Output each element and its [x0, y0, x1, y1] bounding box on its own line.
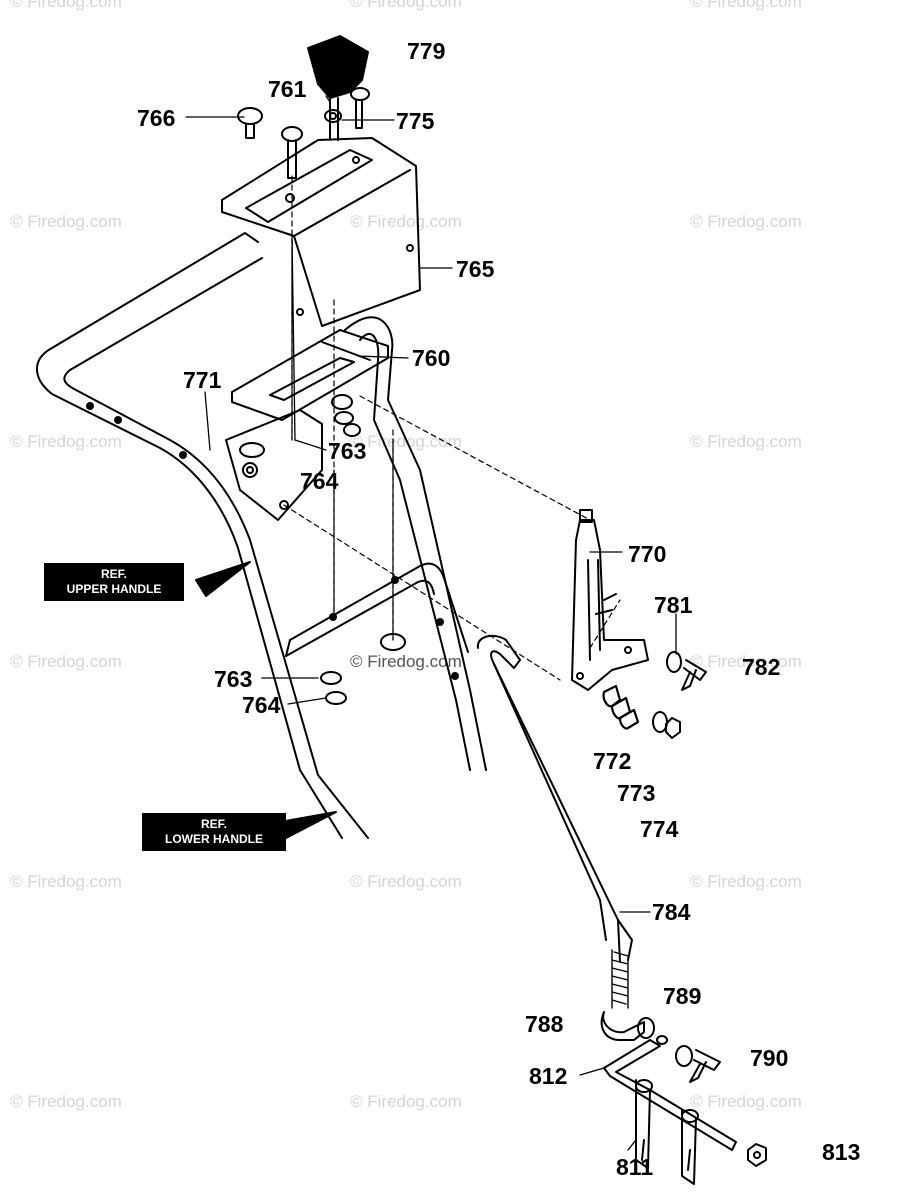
part-label-764-upper: 764 [300, 468, 339, 494]
upper-handle-right-side [344, 316, 487, 771]
part-label-779: 779 [407, 38, 446, 64]
lower-handle-crossbar [285, 562, 469, 657]
pin [656, 1035, 668, 1045]
part-label-772: 772 [593, 748, 632, 774]
part-label-789: 789 [663, 983, 702, 1009]
watermark: © Firedog.com [690, 432, 802, 451]
part-label-813: 813 [822, 1139, 861, 1165]
part-label-790: 790 [750, 1045, 789, 1071]
handle-bracket [225, 409, 323, 521]
upper-handle-tube [36, 232, 369, 839]
ref-lower-line2: LOWER HANDLE [165, 832, 263, 846]
washer [666, 651, 682, 673]
knob-shaft [329, 97, 339, 141]
part-label-763-upper: 763 [328, 438, 367, 464]
watermark: © Firedog.com [350, 652, 462, 671]
part-label-761: 761 [268, 76, 307, 102]
hairpin-clip [681, 659, 707, 691]
watermark: © Firedog.com [690, 1092, 802, 1111]
part-label-763-lower: 763 [214, 666, 253, 692]
part-label-812: 812 [529, 1063, 568, 1089]
washer [675, 1045, 693, 1067]
shift-arm [603, 1039, 737, 1185]
ref-upper-line1: REF. [100, 567, 127, 581]
nut [665, 717, 681, 739]
handle-holes [86, 402, 459, 680]
watermark: © Firedog.com [690, 212, 802, 231]
watermark: © Firedog.com [690, 652, 802, 671]
control-panel [221, 137, 421, 327]
watermark: © Firedog.com [350, 432, 462, 451]
part-label-788: 788 [525, 1011, 564, 1037]
part-label-770: 770 [628, 541, 667, 567]
watermark: © Firedog.com [350, 872, 462, 891]
watermark: © Firedog.com [350, 212, 462, 231]
washer [652, 711, 668, 733]
ref-lower-line1: REF. [200, 817, 227, 831]
watermark: © Firedog.com [690, 872, 802, 891]
part-label-781: 781 [654, 592, 693, 618]
watermark: © Firedog.com [10, 432, 122, 451]
shift-rod [476, 634, 633, 963]
part-label-771: 771 [183, 367, 222, 393]
bracket-plate [231, 329, 389, 421]
watermark: © Firedog.com [350, 1092, 462, 1111]
ref-upper-line2: UPPER HANDLE [66, 582, 162, 596]
nut [747, 1143, 767, 1167]
hairpin-clip [689, 1049, 721, 1083]
ref-upper-arrow [195, 561, 251, 597]
threaded-end [611, 949, 629, 1009]
ref-upper-handle-box: REF. UPPER HANDLE [44, 563, 184, 601]
leader-lines [185, 95, 677, 1151]
swivel [600, 1011, 655, 1041]
part-label-765: 765 [456, 256, 495, 282]
watermark: © Firedog.com [350, 0, 462, 11]
ref-lower-handle-box: REF. LOWER HANDLE [142, 813, 286, 851]
part-label-773: 773 [617, 780, 656, 806]
part-label-784: 784 [652, 899, 691, 925]
part-label-760: 760 [412, 345, 451, 371]
watermark: © Firedog.com [10, 0, 122, 11]
control-knob [307, 35, 369, 99]
watermark: © Firedog.com [10, 1092, 122, 1111]
part-label-766: 766 [137, 105, 176, 131]
part-label-775: 775 [396, 108, 435, 134]
part-label-811: 811 [616, 1154, 654, 1180]
watermark: © Firedog.com [10, 652, 122, 671]
spring [602, 684, 640, 730]
watermark: © Firedog.com [10, 212, 122, 231]
part-label-782: 782 [742, 654, 781, 680]
shift-bracket [571, 509, 649, 691]
watermark: © Firedog.com [690, 0, 802, 11]
part-label-764-lower: 764 [242, 692, 281, 718]
ref-lower-arrow [279, 811, 337, 839]
part-label-774: 774 [640, 816, 679, 842]
watermark: © Firedog.com [10, 872, 122, 891]
